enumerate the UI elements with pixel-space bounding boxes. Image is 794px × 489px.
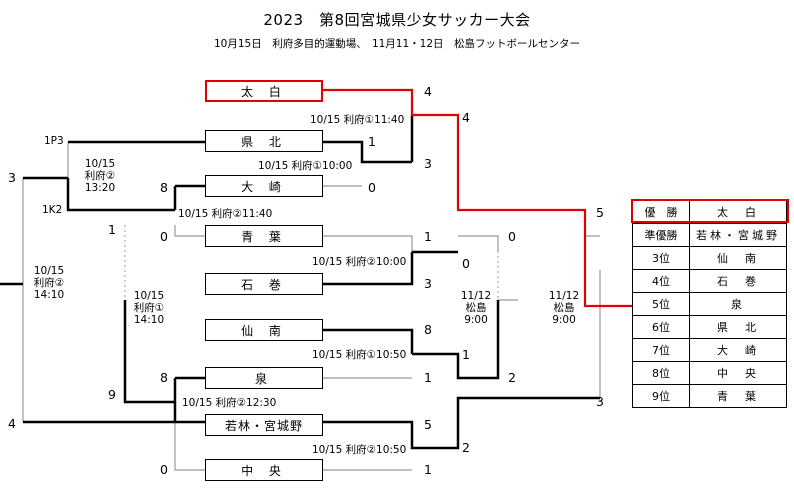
- team-box-izumi: 泉: [205, 367, 323, 389]
- standings-team: 青 葉: [689, 384, 787, 408]
- score: 4: [462, 110, 470, 125]
- line-izumi-left: [123, 300, 175, 404]
- score: 1: [424, 462, 432, 477]
- score: 3: [424, 156, 432, 171]
- line-p2: [66, 178, 175, 212]
- standings-team: 泉: [689, 292, 787, 316]
- score: 0: [462, 256, 470, 271]
- standings-row: 優 勝太 白: [632, 200, 787, 224]
- score: 8: [160, 370, 168, 385]
- line-sennan-right: [322, 328, 414, 354]
- standings-row: 7位大 崎: [632, 338, 787, 362]
- score: 5: [596, 205, 604, 220]
- standings-team: 石 巻: [689, 269, 787, 293]
- match-info: 10/15 利府② 13:20: [84, 158, 116, 194]
- winner-lines: [0, 115, 600, 450]
- standings-row: 5位泉: [632, 292, 787, 316]
- match-label: 10/15 利府②11:40: [178, 208, 273, 220]
- line-waka-right: [322, 396, 600, 450]
- team-box-wakabayashi: 若林・宮城野: [205, 414, 323, 436]
- score: 3: [424, 276, 432, 291]
- line-chuo-left: [174, 420, 205, 471]
- standings-team: 若林・宮城野: [689, 223, 787, 247]
- seed-label: 1K2: [42, 204, 63, 216]
- score: 5: [424, 417, 432, 432]
- team-box-seiyo: 青 葉: [205, 225, 323, 247]
- score: 4: [8, 416, 16, 431]
- standings-team: 仙 南: [689, 246, 787, 270]
- line-mid-1: [412, 300, 500, 380]
- standings-rank: 準優勝: [632, 223, 690, 247]
- standings-rank: 5位: [632, 292, 690, 316]
- team-box-taihaku: 太 白: [205, 80, 323, 102]
- match-label: 10/15 利府②10:50: [312, 444, 407, 456]
- page-subtitle: 10月15日 利府多目的運動場、 11月11・12日 松島フットボールセンター: [213, 38, 581, 50]
- line-seiyo-left: [174, 225, 205, 237]
- score: 1: [368, 134, 376, 149]
- standings-rank: 9位: [632, 384, 690, 408]
- score: 0: [160, 229, 168, 244]
- standings-team: 大 崎: [689, 338, 787, 362]
- standings-team: 太 白: [689, 200, 787, 224]
- match-info: 11/12 松島 9:00: [460, 290, 492, 326]
- standings-rank: 3位: [632, 246, 690, 270]
- match-info: 11/12 松島 9:00: [548, 290, 580, 326]
- score: 1: [424, 229, 432, 244]
- standings-rank: 8位: [632, 361, 690, 385]
- standings-rank: 6位: [632, 315, 690, 339]
- line-r-upper: [458, 235, 499, 252]
- score: 1: [108, 222, 116, 237]
- standings-row: 6位県 北: [632, 315, 787, 339]
- score: 1: [424, 370, 432, 385]
- score: 8: [160, 180, 168, 195]
- standings-row: 9位青 葉: [632, 384, 787, 408]
- standings-row: 3位仙 南: [632, 246, 787, 270]
- standings-row: 4位石 巻: [632, 269, 787, 293]
- score: 2: [462, 440, 470, 455]
- line-kenpoku-right: [322, 140, 412, 164]
- score: 2: [508, 370, 516, 385]
- line-seiyo-right: [322, 235, 413, 252]
- match-label: 10/15 利府①11:40: [310, 114, 405, 126]
- standings-row: 8位中 央: [632, 361, 787, 385]
- score: 0: [160, 462, 168, 477]
- standings-rank: 4位: [632, 269, 690, 293]
- match-label: 10/15 利府②12:30: [182, 397, 277, 409]
- standings-team: 県 北: [689, 315, 787, 339]
- standings-row: 準優勝若林・宮城野: [632, 223, 787, 247]
- team-box-kenpoku: 県 北: [205, 130, 323, 152]
- score: 0: [508, 229, 516, 244]
- score: 4: [424, 84, 432, 99]
- page-title: 2023 第8回宮城県少女サッカー大会: [263, 11, 531, 29]
- team-box-sennan: 仙 南: [205, 319, 323, 341]
- line-ishinomaki-right: [322, 252, 414, 286]
- standings-team: 中 央: [689, 361, 787, 385]
- match-info: 10/15 利府① 14:10: [133, 290, 165, 326]
- match-label: 10/15 利府①10:00: [258, 160, 353, 172]
- team-box-osaki: 大 崎: [205, 175, 323, 197]
- score: 1: [462, 347, 470, 362]
- seed-label: 1P3: [44, 135, 64, 147]
- match-label: 10/15 利府①10:50: [312, 349, 407, 361]
- score: 3: [8, 170, 16, 185]
- champion-path: [322, 88, 632, 308]
- score: 8: [424, 322, 432, 337]
- standings-rank: 7位: [632, 338, 690, 362]
- standings-rank: 優 勝: [632, 200, 690, 224]
- score: 0: [368, 180, 376, 195]
- team-box-chuo: 中 央: [205, 459, 323, 481]
- team-box-ishinomaki: 石 巻: [205, 273, 323, 295]
- score: 9: [108, 387, 116, 402]
- match-info: 10/15 利府② 14:10: [33, 265, 65, 301]
- match-label: 10/15 利府②10:00: [312, 256, 407, 268]
- score: 3: [596, 394, 604, 409]
